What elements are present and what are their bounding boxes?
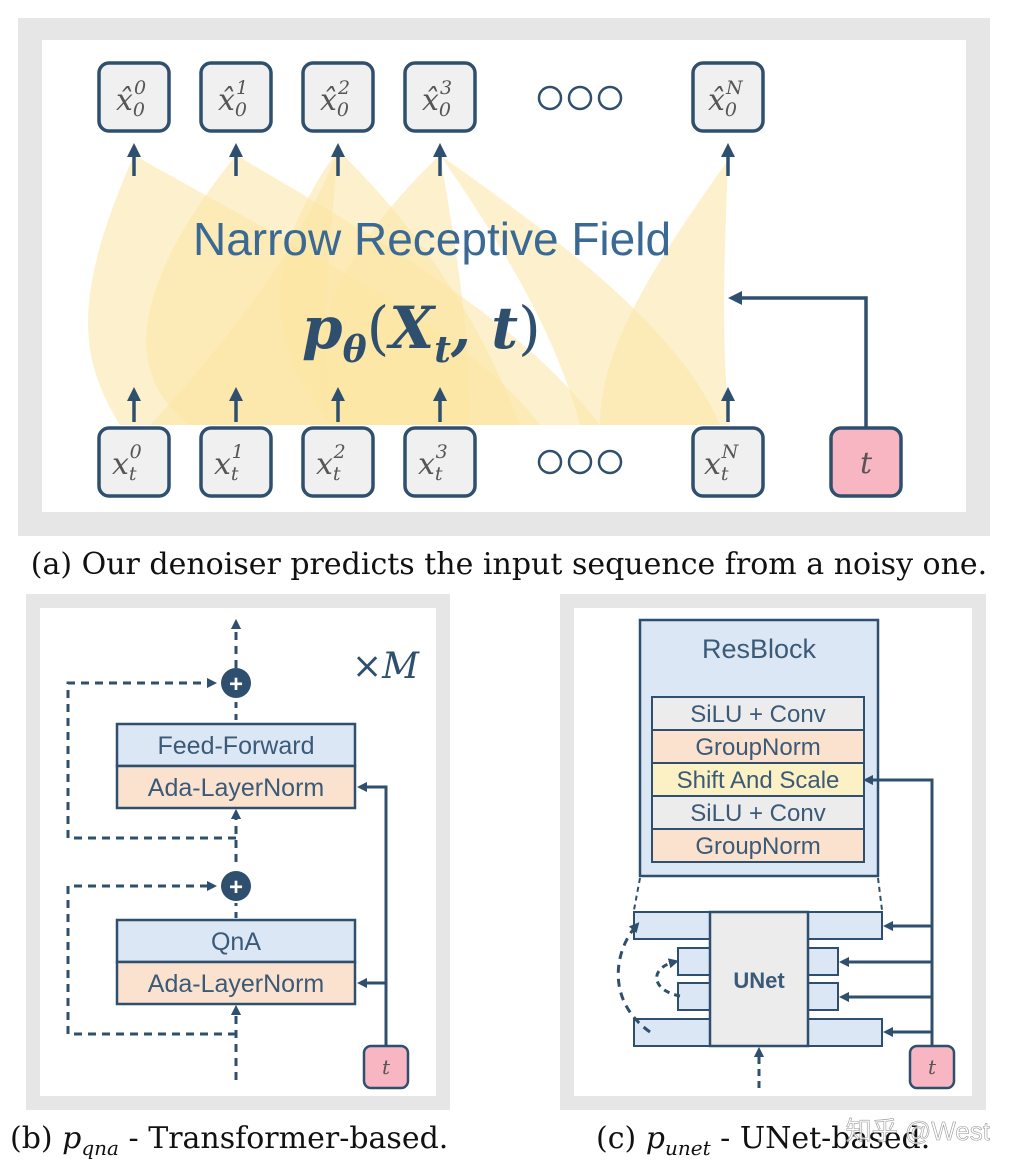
svg-text:x̂02: x̂02 bbox=[320, 77, 350, 121]
watermark: 知乎 @West bbox=[846, 1116, 991, 1146]
panel-a: x̂00 x̂01 x̂02 x̂03 x̂0N bbox=[18, 18, 990, 582]
input-node-3: xt3 bbox=[403, 426, 477, 498]
residual-add-1: + bbox=[221, 668, 251, 698]
input-node-2: xt2 bbox=[301, 426, 375, 498]
residual-skip-2 bbox=[66, 880, 236, 1036]
svg-text:+: + bbox=[229, 874, 243, 901]
svg-text:+: + bbox=[229, 671, 243, 698]
layer-shift-scale: Shift And Scale bbox=[677, 767, 840, 794]
output-ellipsis bbox=[537, 85, 623, 111]
input-node-0: xt0 bbox=[97, 426, 171, 498]
zoom-line-left bbox=[633, 877, 641, 911]
resblock: ResBlock SiLU + Conv GroupNorm Shift And… bbox=[638, 618, 880, 878]
layer-silu-conv-1: SiLU + Conv bbox=[690, 701, 825, 728]
layer-groupnorm-1: GroupNorm bbox=[695, 734, 820, 761]
qna-block: QnA Ada-LayerNorm bbox=[115, 918, 357, 1006]
residual-skip-1 bbox=[66, 677, 236, 840]
svg-text:xt2: xt2 bbox=[316, 441, 346, 485]
svg-text:Ada-LayerNorm: Ada-LayerNorm bbox=[148, 970, 324, 998]
svg-text:t: t bbox=[928, 1055, 937, 1079]
svg-text:x̂0N: x̂0N bbox=[708, 77, 744, 121]
caption-b: (b) pqna - Transformer-based. bbox=[10, 1121, 448, 1160]
time-arrows-c bbox=[838, 774, 934, 1046]
output-arrows bbox=[127, 143, 735, 176]
panel-c: ResBlock SiLU + Conv GroupNorm Shift And… bbox=[560, 594, 986, 1160]
svg-text:x̂03: x̂03 bbox=[422, 77, 452, 121]
unet-label: UNet bbox=[733, 968, 785, 993]
input-nodes: xt0 xt1 xt2 xt3 xtN t bbox=[97, 426, 903, 498]
output-node-n: x̂0N bbox=[691, 61, 765, 133]
svg-text:QnA: QnA bbox=[211, 928, 261, 956]
time-node-b: t bbox=[362, 1044, 410, 1090]
receptive-field-fans bbox=[87, 150, 730, 425]
receptive-field-title: Narrow Receptive Field bbox=[193, 213, 671, 265]
svg-text:t: t bbox=[860, 446, 873, 481]
svg-text:Ada-LayerNorm: Ada-LayerNorm bbox=[148, 774, 324, 802]
unet-skip-outer bbox=[616, 922, 651, 1034]
residual-add-2: + bbox=[221, 871, 251, 901]
output-node-3: x̂03 bbox=[403, 61, 477, 133]
time-conditioning-arrow bbox=[728, 291, 868, 428]
layer-silu-conv-2: SiLU + Conv bbox=[690, 800, 825, 827]
output-node-0: x̂00 bbox=[97, 61, 171, 133]
svg-text:xtN: xtN bbox=[704, 441, 740, 485]
model-formula: pθ(Xt, t) bbox=[302, 294, 541, 371]
svg-text:xt0: xt0 bbox=[112, 441, 142, 485]
output-nodes: x̂00 x̂01 x̂02 x̂03 x̂0N bbox=[97, 61, 765, 133]
layer-groupnorm-2: GroupNorm bbox=[695, 833, 820, 860]
repeat-label: ×M bbox=[352, 646, 420, 687]
time-node: t bbox=[829, 426, 903, 498]
caption-c: (c) punet - UNet-based. bbox=[596, 1121, 930, 1160]
output-node-2: x̂02 bbox=[301, 61, 375, 133]
time-node-c: t bbox=[908, 1044, 956, 1090]
svg-text:t: t bbox=[382, 1055, 391, 1079]
input-arrows bbox=[127, 387, 735, 422]
unet: UNet bbox=[633, 910, 883, 1048]
time-arrow-ff bbox=[356, 781, 388, 1046]
svg-text:x̂01: x̂01 bbox=[218, 77, 248, 121]
svg-text:Feed-Forward: Feed-Forward bbox=[158, 732, 315, 760]
input-ellipsis bbox=[537, 449, 623, 475]
caption-a: (a) Our denoiser predicts the input sequ… bbox=[31, 547, 987, 582]
svg-text:xt1: xt1 bbox=[214, 441, 244, 485]
resblock-title: ResBlock bbox=[702, 634, 817, 664]
input-node-1: xt1 bbox=[199, 426, 273, 498]
output-node-1: x̂01 bbox=[199, 61, 273, 133]
panel-b: ×M + Feed-Forward Ada-LayerNorm + QnA bbox=[10, 594, 450, 1160]
svg-text:x̂00: x̂00 bbox=[116, 77, 146, 121]
svg-text:xt3: xt3 bbox=[418, 441, 448, 485]
feed-forward-block: Feed-Forward Ada-LayerNorm bbox=[115, 722, 357, 810]
input-node-n: xtN bbox=[691, 426, 765, 498]
